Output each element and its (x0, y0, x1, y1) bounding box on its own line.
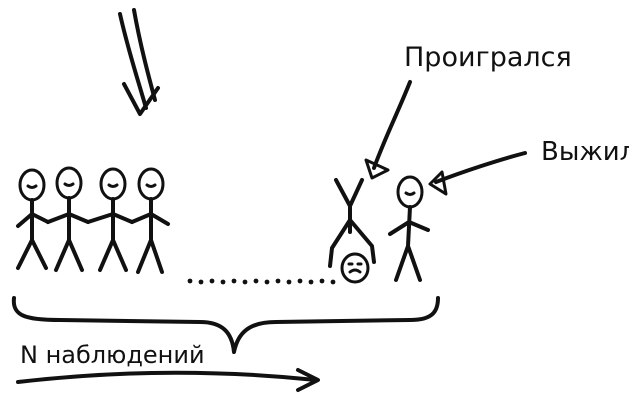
fallen-stick-figure (328, 178, 376, 284)
ellipsis-dot (209, 278, 215, 284)
ellipsis-dot (220, 279, 226, 285)
incoming-double-arrow (118, 8, 160, 116)
ellipsis-dot (231, 278, 237, 284)
ellipsis-dot (330, 279, 336, 285)
ellipsis-dot (286, 279, 292, 285)
observations-brace (11, 296, 440, 354)
stick-figure-2 (46, 166, 90, 272)
ellipsis-dot (253, 278, 259, 284)
ellipsis-dot (308, 279, 314, 285)
ellipsis-dot (275, 278, 281, 284)
ellipsis-dot (198, 279, 204, 285)
stick-figure-4 (130, 167, 170, 274)
survivor-stick-figure (388, 175, 430, 282)
stick-figure-3 (86, 167, 134, 272)
ellipsis-dot (319, 278, 325, 284)
observations-label: N наблюдений (20, 341, 205, 369)
survived-label: Выжил (541, 137, 629, 167)
lost-label: Проигрался (404, 42, 572, 73)
ellipsis-dot (187, 278, 193, 284)
stick-figure-1 (16, 168, 50, 270)
ellipsis-dot (242, 279, 248, 285)
survived-arrow (428, 151, 527, 196)
ellipsis-dots (187, 278, 336, 285)
observations-arrow (16, 368, 320, 392)
lost-arrow (364, 80, 412, 180)
ellipsis-dot (264, 279, 270, 285)
ellipsis-dot (297, 278, 303, 284)
